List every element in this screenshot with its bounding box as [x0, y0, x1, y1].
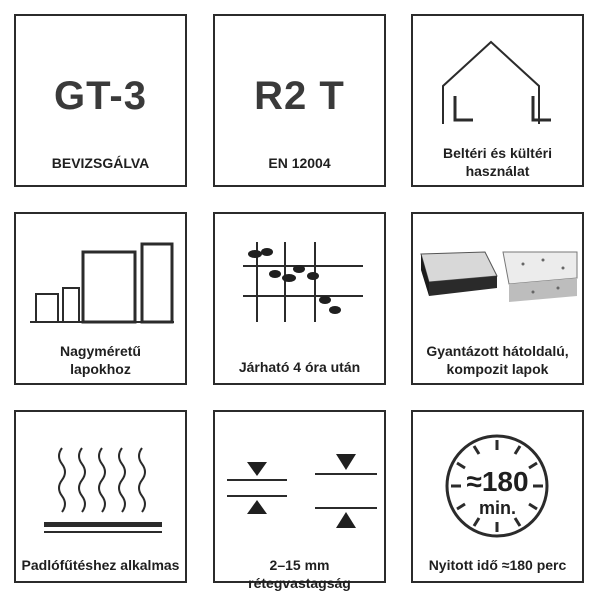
tile-open-time: ≈180 min. Nyitott idő ≈180 perc: [411, 410, 584, 583]
tile-gt3-code: GT-3: [54, 74, 147, 118]
tile-layer-thickness: 2–15 mm rétegvastagság: [213, 410, 386, 591]
heat-waves-icon: [44, 447, 162, 533]
tile-resin-back-caption-2: kompozit lapok: [446, 361, 549, 377]
tile-resin-back-caption-1: Gyantázott hátoldalú,: [426, 343, 569, 359]
tile-r2t-code: R2 T: [254, 74, 345, 118]
tile-large-format: Nagyméretű lapokhoz: [14, 212, 187, 385]
tile-gt3: GT-3 BEVIZSGÁLVA: [14, 14, 187, 187]
clock-unit: min.: [478, 498, 516, 518]
thickness-icon: [227, 454, 377, 528]
clock-icon: [445, 434, 549, 538]
tile-floor-heating-caption: Padlófűtéshez alkalmas: [21, 557, 180, 573]
tile-resin-back: Gyantázott hátoldalú, kompozit lapok: [411, 212, 584, 385]
tile-sizes-icon: [30, 242, 174, 324]
tile-open-time-caption: Nyitott idő ≈180 perc: [428, 557, 567, 573]
tile-large-format-caption-1: Nagyméretű: [60, 343, 141, 359]
tile-indoor-outdoor-caption-2: használat: [465, 163, 530, 179]
footprints-grid-icon: [243, 242, 363, 322]
tile-layer-thickness-caption: 2–15 mm rétegvastagság: [248, 557, 351, 591]
tile-large-format-caption-2: lapokhoz: [70, 361, 131, 377]
tile-indoor-outdoor: Beltéri és kültéri használat: [411, 14, 584, 187]
tile-samples-icon: [420, 251, 578, 302]
house-icon: [442, 40, 551, 124]
tile-indoor-outdoor-caption-1: Beltéri és kültéri: [443, 145, 552, 161]
clock-value: ≈180: [466, 466, 529, 497]
tile-walkable: Járható 4 óra után: [213, 212, 386, 385]
tile-r2t: R2 T EN 12004: [213, 14, 386, 187]
tile-floor-heating: Padlófűtéshez alkalmas: [14, 410, 187, 583]
tile-gt3-caption: BEVIZSGÁLVA: [51, 155, 150, 171]
tile-r2t-caption: EN 12004: [268, 155, 331, 171]
tile-walkable-caption: Járható 4 óra után: [238, 359, 361, 375]
